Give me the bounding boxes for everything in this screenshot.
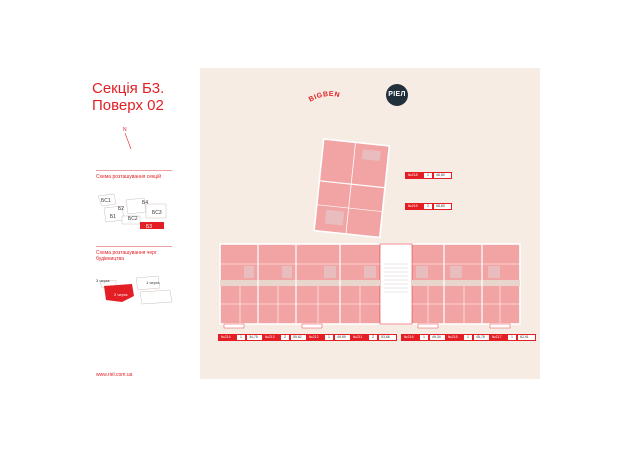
compass-label: N [123,127,127,133]
apartment-rooms: 1 [423,172,433,180]
apartment-tag[interactable]: №217 1 62,91 [489,334,536,342]
apartment-number: №214 [218,334,236,342]
apartment-tag[interactable]: №218 1 46,50 [405,172,452,180]
apartment-number: №216 [401,334,419,342]
apartment-area: 62,91 [517,334,536,342]
apartment-number: №215 [445,334,463,342]
section-label-bs2: БС2 [128,216,138,222]
apartment-tag[interactable]: №215 1 45,78 [445,334,492,342]
building-scheme-map: 3 черга 2 черга 1 черга [96,272,176,313]
apartment-number: №218 [405,172,423,180]
section-label-b2: Б2 [118,206,124,212]
section-label-bs3: БС3 [152,210,162,216]
stage-label-2: 2 черга [114,292,128,297]
riel-logo-icon: РІЕЛ [386,84,408,106]
apartment-rooms: 1 [236,334,246,342]
compass-icon: N [122,125,134,151]
apartment-rooms: 2 [280,334,290,342]
apartment-tag[interactable]: №214 1 34,75 [218,334,265,342]
title-block: Секція Б3. Поверх 02 [92,80,196,114]
apartment-tag[interactable]: №216 1 49,34 [401,334,448,342]
section-label-b4: Б4 [142,200,148,206]
section-scheme-map: БС1 Б2 Б1 Б4 БС2 БС3 Б3 [96,190,176,241]
apartment-area: 46,50 [433,172,452,180]
apartment-rooms: 2 [423,203,433,211]
apartment-rooms: 1 [419,334,429,342]
apartment-rooms: 1 [324,334,334,342]
stage-label-3: 3 черга [96,278,110,283]
apartment-rooms: 2 [368,334,378,342]
section-label-b3: Б3 [146,224,152,230]
section-label-b1: Б1 [110,214,116,220]
apartment-number: №217 [489,334,507,342]
bigben-logo: BIGBEN [308,88,352,108]
apartment-number: №213 [262,334,280,342]
north-block [313,138,391,239]
apartment-area: 53,66 [378,334,397,342]
divider [96,246,172,247]
apartment-tag[interactable]: №213 2 55,62 [262,334,309,342]
apartment-number: №211 [350,334,368,342]
page-title-line1: Секція Б3. [92,80,165,97]
floor-plan [219,138,521,329]
apartment-tag[interactable]: №219 2 58,83 [405,203,452,211]
main-block [219,243,521,329]
apartment-area: 58,83 [433,203,452,211]
stage-label-1: 1 черга [146,280,160,285]
apartment-rooms: 1 [507,334,517,342]
divider [96,170,172,171]
apartment-tag[interactable]: №212 1 49,59 [306,334,353,342]
building-scheme-caption: Схема розташування черг будівництва [96,250,157,262]
page-title-line2: Поверх 02 [92,97,164,114]
section-label-bs1: БС1 [101,198,111,204]
apartment-number: №219 [405,203,423,211]
apartment-tag[interactable]: №211 2 53,66 [350,334,397,342]
apartment-number: №212 [306,334,324,342]
apartment-rooms: 1 [463,334,473,342]
section-scheme-caption: Схема розташування секцій [96,174,162,180]
footer-url[interactable]: www.riel.com.ua [96,372,133,378]
